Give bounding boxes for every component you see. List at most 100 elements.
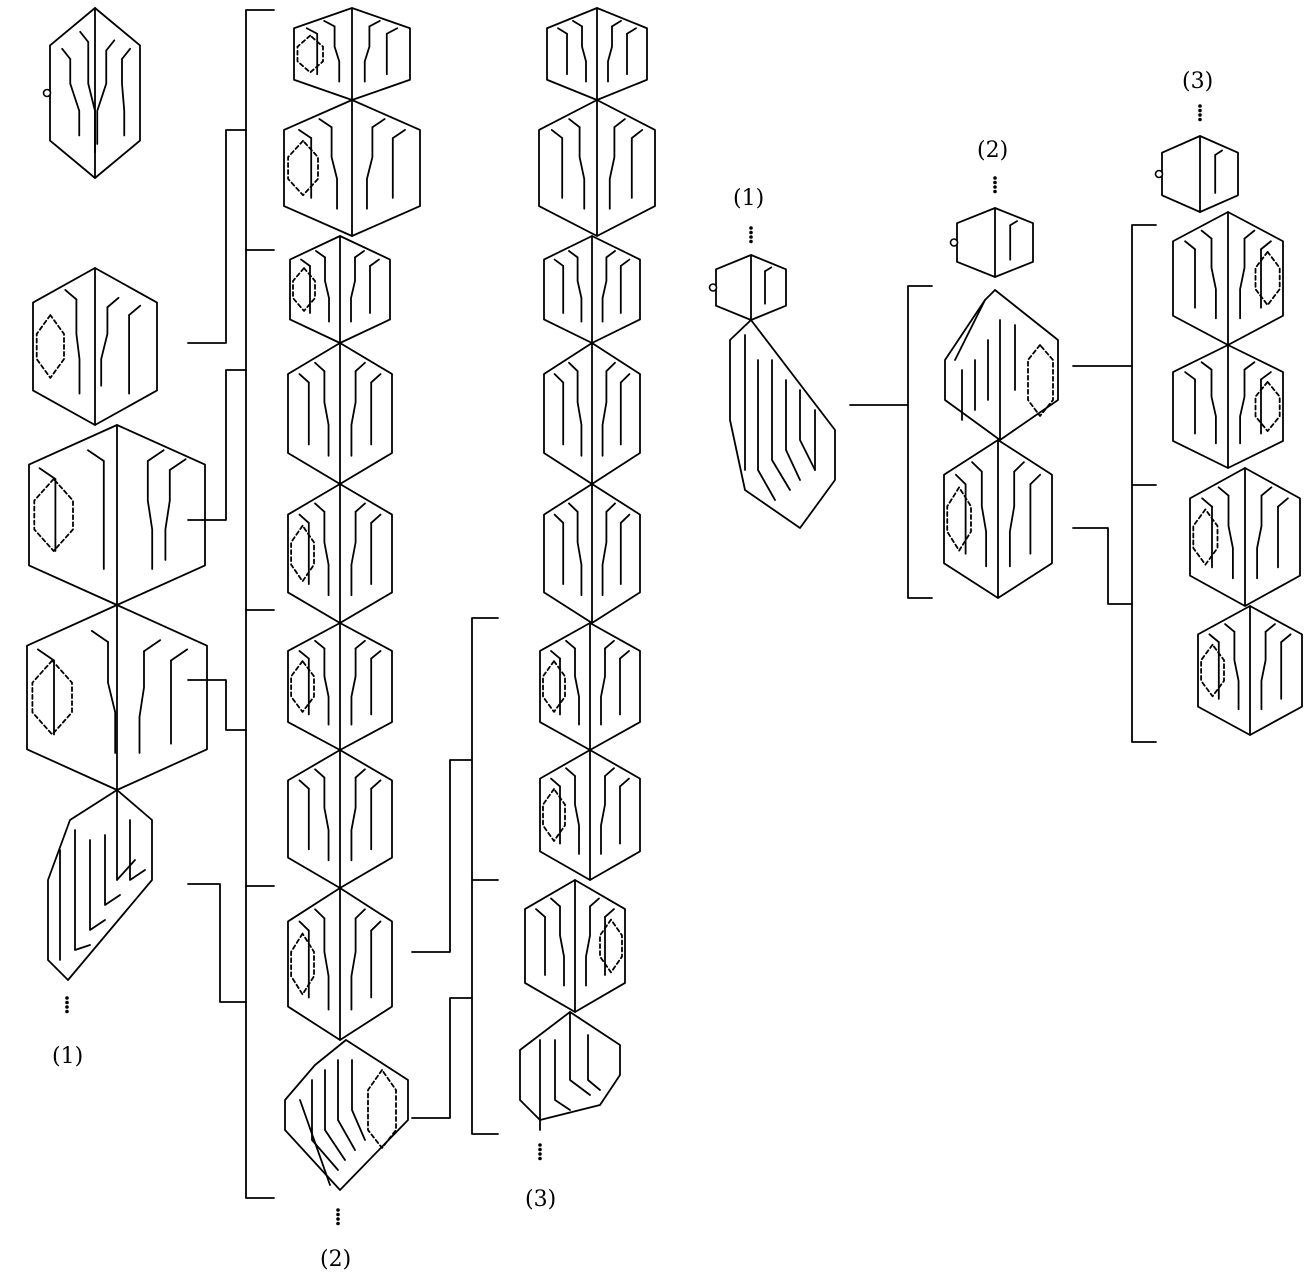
connector-f bbox=[411, 997, 473, 1119]
cell-strand-2 bbox=[1227, 494, 1234, 580]
cell-tie bbox=[323, 19, 336, 28]
connector-d bbox=[187, 883, 247, 1003]
label-right-chain-3-top: (3) bbox=[1182, 69, 1213, 94]
cell-tie bbox=[550, 777, 561, 788]
cell-tie bbox=[298, 513, 310, 524]
continuation-dots bbox=[65, 104, 1202, 1226]
cell-strand-1 bbox=[954, 299, 986, 361]
cell-dashed-loop bbox=[542, 660, 566, 713]
cell-24 bbox=[708, 254, 787, 321]
cell-tie bbox=[553, 513, 565, 524]
cell-30 bbox=[1172, 211, 1284, 346]
dot bbox=[1198, 104, 1202, 108]
dot bbox=[1198, 108, 1202, 113]
cell-strand-4 bbox=[164, 469, 171, 561]
dot bbox=[336, 1212, 340, 1217]
connector-c bbox=[187, 679, 247, 731]
connector bbox=[1072, 527, 1133, 605]
cell-tie bbox=[568, 502, 579, 513]
cell-tie bbox=[305, 27, 319, 35]
cell-strand-3 bbox=[89, 839, 106, 931]
label-third-column-bottom: (3) bbox=[525, 1187, 556, 1212]
cell-tie bbox=[619, 650, 630, 660]
cell-4 bbox=[26, 604, 208, 791]
cell-strand-2 bbox=[554, 1039, 571, 1111]
chain2-bundle-cell bbox=[944, 289, 1059, 441]
cell-strand-3 bbox=[601, 256, 608, 323]
cell-dashed-loop bbox=[290, 660, 315, 713]
cell-strand-3 bbox=[585, 905, 591, 987]
cell-tie bbox=[1184, 371, 1196, 381]
dot bbox=[993, 180, 997, 185]
left-bundle-cell bbox=[47, 789, 153, 981]
cell-tie bbox=[168, 458, 187, 471]
cell-18 bbox=[543, 342, 641, 485]
cell-strand-1 bbox=[69, 58, 81, 137]
cell-33 bbox=[1197, 605, 1303, 736]
cell-strand-2 bbox=[87, 41, 96, 154]
cell-tie bbox=[38, 467, 57, 480]
cell-strand-2 bbox=[576, 256, 583, 323]
connector bbox=[411, 759, 473, 953]
cell-tie bbox=[971, 461, 983, 473]
cell-tie bbox=[550, 129, 564, 139]
bracket-stem bbox=[1131, 224, 1157, 743]
cell-tie bbox=[630, 129, 644, 139]
connector bbox=[187, 679, 247, 731]
connector-e bbox=[411, 759, 473, 953]
cell-dashed-loop bbox=[1027, 344, 1054, 417]
cell-tie bbox=[611, 19, 622, 28]
column3-bundle-cell bbox=[519, 1011, 621, 1131]
cell-marker-circle bbox=[708, 283, 718, 292]
ellipsis-dots bbox=[65, 996, 69, 1014]
dot bbox=[749, 226, 753, 230]
dot bbox=[336, 1208, 340, 1212]
cell-tie bbox=[354, 768, 366, 779]
cell-marker-circle bbox=[42, 88, 52, 98]
cell-tie bbox=[370, 513, 382, 524]
cell-tie bbox=[143, 639, 162, 653]
cell-tie bbox=[604, 908, 615, 918]
dot bbox=[538, 1143, 542, 1147]
cell-26 bbox=[949, 207, 1034, 278]
cell-strand-3 bbox=[569, 1011, 591, 1096]
cell-dashed-loop bbox=[33, 478, 74, 552]
cell-tie bbox=[565, 639, 576, 650]
cell-tie bbox=[146, 449, 165, 462]
cell-tie bbox=[572, 19, 583, 28]
cell-tie bbox=[105, 39, 116, 52]
cell-strand-5 bbox=[116, 789, 136, 881]
cell-dashed-loop bbox=[35, 314, 65, 379]
cell-15 bbox=[546, 7, 648, 101]
cell-tie bbox=[61, 47, 72, 60]
cell-strand-2 bbox=[980, 470, 988, 568]
cell-dashed-loop bbox=[1254, 250, 1281, 307]
dot bbox=[1198, 113, 1202, 117]
cell-strand-2 bbox=[574, 775, 580, 855]
cell-strand-3 bbox=[1239, 368, 1246, 445]
bracket-stem bbox=[907, 285, 933, 599]
dot bbox=[993, 185, 997, 189]
column2-bundle-dashed bbox=[367, 1069, 397, 1149]
cell-tie bbox=[298, 373, 310, 384]
cell-strand-2 bbox=[74, 829, 91, 951]
cell-strand-2 bbox=[757, 359, 776, 501]
label-second-column-bottom: (2) bbox=[320, 1247, 351, 1272]
cell-outline bbox=[944, 289, 1059, 441]
ellipsis-dots bbox=[1198, 104, 1202, 122]
cell-strand-3 bbox=[350, 917, 357, 1011]
ellipsis-dots bbox=[336, 1208, 340, 1226]
cell-dashed-loop bbox=[1254, 380, 1281, 433]
cell-strand-3 bbox=[324, 1069, 346, 1161]
cell-strand-4 bbox=[785, 379, 801, 481]
cell-strand-2 bbox=[323, 917, 330, 1011]
cell-strand-2 bbox=[333, 25, 341, 83]
cell-9 bbox=[287, 342, 393, 485]
bracket-column-2 bbox=[245, 9, 275, 1199]
cell-11 bbox=[287, 622, 393, 751]
connector-i bbox=[1072, 527, 1133, 605]
dot bbox=[65, 1000, 69, 1005]
cell-tie bbox=[1217, 486, 1230, 497]
brackets bbox=[187, 9, 1157, 1199]
cell-strand-3 bbox=[1239, 237, 1246, 320]
